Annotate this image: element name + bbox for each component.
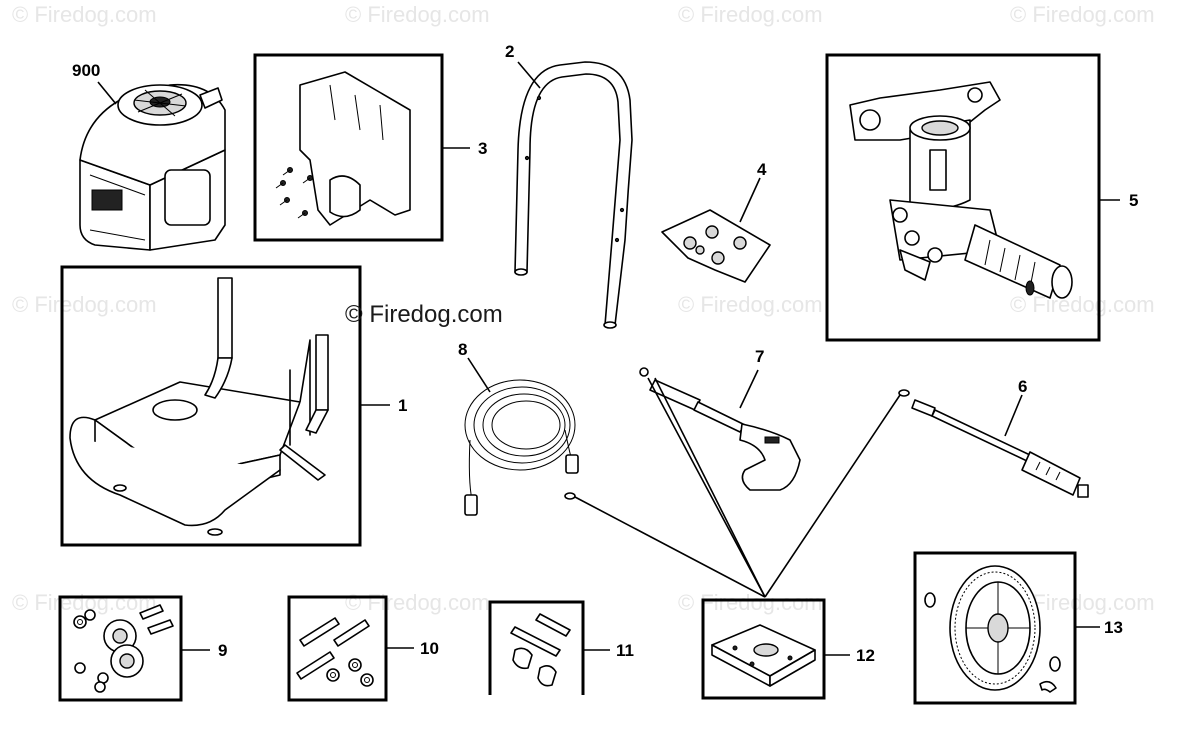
part-6-wand bbox=[898, 389, 1089, 498]
converging-leaders bbox=[574, 377, 901, 598]
part-2-handle bbox=[514, 61, 633, 329]
watermark-faint: © Firedog.com bbox=[678, 2, 823, 27]
callout-4: 4 bbox=[757, 160, 767, 179]
part-12-box bbox=[701, 598, 826, 700]
part-3-bracket bbox=[275, 71, 411, 226]
watermark-faint: © Firedog.com bbox=[345, 590, 490, 615]
callout-900: 900 bbox=[72, 61, 100, 80]
callout-2: 2 bbox=[505, 42, 514, 61]
watermark-faint: © Firedog.com bbox=[678, 590, 823, 615]
part-13-box bbox=[913, 551, 1077, 705]
callout-1: 1 bbox=[398, 396, 407, 415]
leader-8 bbox=[467, 357, 491, 393]
part-11-box bbox=[488, 600, 585, 695]
callout-9: 9 bbox=[218, 641, 227, 660]
part-12-bracket-kit bbox=[711, 624, 816, 687]
leader-6 bbox=[1004, 394, 1023, 437]
watermark-faint: © Firedog.com bbox=[1010, 2, 1155, 27]
leader-4 bbox=[739, 177, 761, 223]
part-11-parts bbox=[510, 613, 571, 687]
part-8-hose bbox=[464, 379, 579, 516]
callout-6: 6 bbox=[1018, 377, 1027, 396]
part-13-wheel bbox=[924, 565, 1061, 693]
part-5-pump bbox=[849, 81, 1073, 299]
callout-11: 11 bbox=[616, 641, 634, 660]
part-10-bolts bbox=[296, 617, 374, 687]
part-9-bearings bbox=[73, 604, 174, 693]
part-1-box bbox=[60, 265, 362, 547]
part-1-frame bbox=[69, 277, 329, 536]
callout-5: 5 bbox=[1129, 191, 1138, 210]
callout-12: 12 bbox=[856, 646, 875, 665]
watermark-faint: © Firedog.com bbox=[12, 590, 157, 615]
watermark-faint: © Firedog.com bbox=[678, 292, 823, 317]
part-9-box bbox=[58, 595, 183, 702]
watermark-faint: © Firedog.com bbox=[345, 2, 490, 27]
callout-7: 7 bbox=[755, 347, 764, 366]
leader-2 bbox=[517, 61, 541, 89]
watermark-main: © Firedog.com bbox=[345, 301, 503, 328]
part-5-box bbox=[825, 53, 1101, 342]
leader-7 bbox=[739, 369, 759, 409]
faint-watermarks: © Firedog.com © Firedog.com © Firedog.co… bbox=[12, 2, 1155, 615]
leader-900 bbox=[97, 81, 117, 105]
callout-10: 10 bbox=[420, 639, 439, 658]
callout-3: 3 bbox=[478, 139, 487, 158]
watermark-faint: © Firedog.com bbox=[12, 2, 157, 27]
callout-8: 8 bbox=[458, 340, 467, 359]
part-900-engine bbox=[79, 83, 226, 251]
watermark-faint: © Firedog.com bbox=[12, 292, 157, 317]
watermark-faint: © Firedog.com bbox=[1010, 292, 1155, 317]
part-4-hardware-bag bbox=[661, 209, 771, 283]
part-7-spray-gun bbox=[639, 367, 801, 491]
callout-13: 13 bbox=[1104, 618, 1123, 637]
